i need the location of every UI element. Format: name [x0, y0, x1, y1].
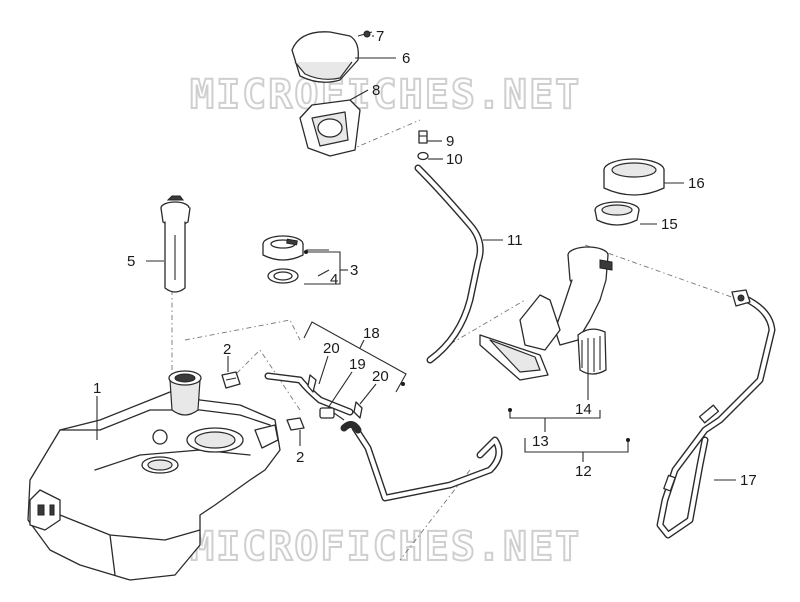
group-bracket-3	[304, 250, 348, 285]
group-bracket-13	[508, 408, 601, 432]
leader-lines	[96, 35, 736, 481]
hose-connector	[319, 407, 345, 421]
callout-19: 19	[349, 356, 366, 373]
callout-11: 11	[507, 232, 523, 249]
cap-gasket	[267, 268, 299, 284]
group-bracket-12	[524, 438, 630, 462]
callout-2-bottom: 2	[296, 449, 304, 466]
vent-fitting	[418, 130, 428, 144]
retaining-clip-b	[286, 417, 305, 431]
callout-12: 12	[575, 463, 592, 480]
cover-screw	[357, 30, 373, 38]
callout-5: 5	[127, 253, 135, 270]
watermark-bottom: MICROFICHES.NET	[190, 524, 581, 570]
callout-8: 8	[372, 82, 380, 99]
fuel-hose	[656, 289, 776, 539]
hose-clip-b	[353, 401, 363, 419]
callout-10: 10	[446, 151, 463, 168]
fuel-pump-assembly	[479, 246, 613, 381]
vent-hose	[414, 164, 484, 364]
callout-18: 18	[363, 325, 380, 342]
pump-seal	[594, 201, 640, 226]
callout-4: 4	[330, 271, 338, 288]
callout-15: 15	[661, 216, 678, 233]
pump-ring-nut	[603, 158, 665, 196]
callout-14: 14	[575, 401, 592, 418]
callout-20-left: 20	[323, 340, 340, 357]
callout-numbers: 1 2 2 3 4 5 6 7 8 9 10 11 12 13 14 15 16…	[93, 28, 757, 489]
callout-7: 7	[376, 28, 384, 45]
cover-bracket	[299, 99, 361, 157]
fuel-tank	[27, 370, 281, 581]
callout-9: 9	[446, 133, 454, 150]
fuel-level-sender	[160, 195, 191, 293]
hose-clip-a	[307, 374, 317, 393]
callout-20-right: 20	[372, 368, 389, 385]
fuel-filter	[577, 328, 607, 375]
callout-1: 1	[93, 380, 101, 397]
fuel-cap	[262, 235, 304, 261]
callout-2-top: 2	[223, 341, 231, 358]
watermark-top: MICROFICHES.NET	[190, 72, 581, 118]
callout-3: 3	[350, 262, 358, 279]
tank-cover	[291, 31, 359, 83]
callout-16: 16	[688, 175, 705, 192]
group-bracket-18	[303, 321, 407, 393]
retaining-clip-a	[221, 371, 241, 389]
vent-washer	[417, 151, 429, 161]
callout-13: 13	[532, 433, 549, 450]
callout-17: 17	[740, 472, 757, 489]
filler-vent-hose	[264, 372, 503, 502]
callout-6: 6	[402, 50, 410, 67]
